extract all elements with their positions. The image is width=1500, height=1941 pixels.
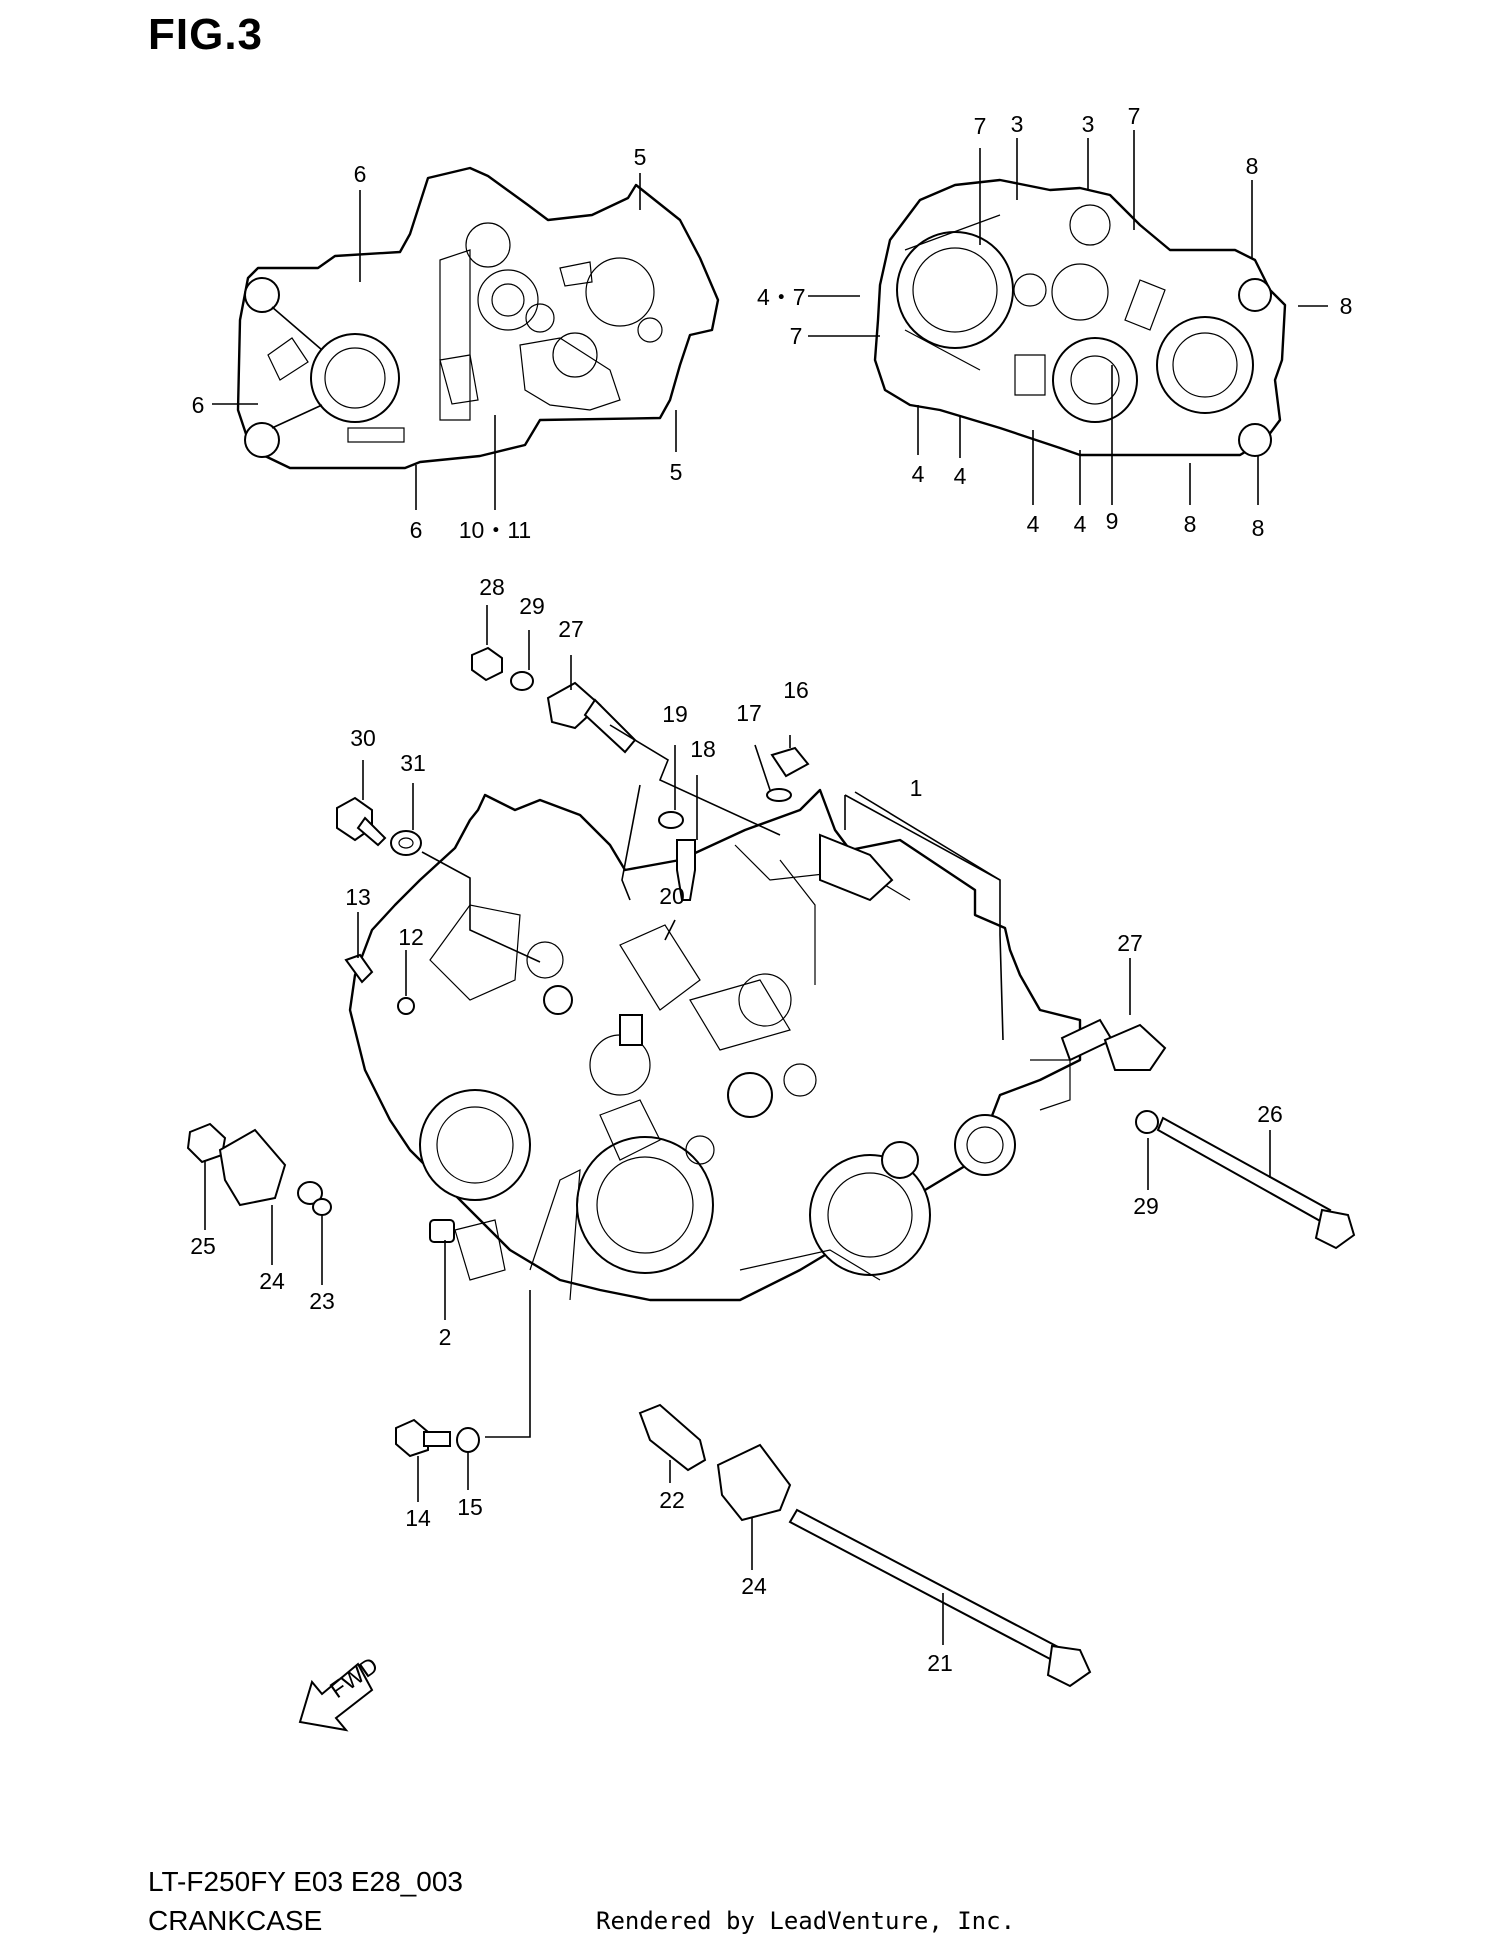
callout-4: 4: [1027, 511, 1040, 537]
callout-4: 4: [1074, 511, 1087, 537]
callout-7: 7: [1128, 103, 1141, 129]
callout-4: 4: [912, 461, 925, 487]
callout-20: 20: [659, 883, 685, 909]
callout-23: 23: [309, 1288, 335, 1314]
callout-30: 30: [350, 725, 376, 751]
left-crankcase-half: [236, 166, 720, 470]
callout-5: 5: [634, 144, 647, 170]
callout-26: 26: [1257, 1101, 1283, 1127]
figure-title: FIG.3: [148, 10, 264, 59]
small-parts: [186, 646, 1356, 1732]
callout-16: 16: [783, 677, 809, 703]
callout-6: 6: [354, 161, 367, 187]
callout-25: 25: [190, 1233, 216, 1259]
callout-8: 8: [1340, 293, 1353, 319]
callout-3: 3: [1011, 111, 1024, 137]
callout-28: 28: [479, 574, 505, 600]
callout-22: 22: [659, 1487, 685, 1513]
callout-24: 24: [741, 1573, 767, 1599]
callout-27: 27: [558, 616, 584, 642]
callout-7: 7: [974, 113, 987, 139]
leader-lines: [204, 130, 1328, 1645]
callout-29: 29: [519, 593, 545, 619]
crankcase-assembly: [348, 788, 1082, 1302]
callout-21: 21: [927, 1650, 953, 1676]
callout-29: 29: [1133, 1193, 1159, 1219]
callout-10-11: 10・11: [459, 517, 531, 543]
callout-18: 18: [690, 736, 716, 762]
callout-31: 31: [400, 750, 426, 776]
callout-8: 8: [1184, 511, 1197, 537]
callout-17: 17: [736, 700, 762, 726]
callout-2: 2: [439, 1324, 452, 1350]
callout-13: 13: [345, 884, 371, 910]
callout-6: 6: [192, 392, 205, 418]
model-code: LT-F250FY E03 E28_003: [148, 1866, 463, 1897]
callout-8: 8: [1252, 515, 1265, 541]
callout-8: 8: [1246, 153, 1259, 179]
callout-12: 12: [398, 924, 424, 950]
callout-3: 3: [1082, 111, 1095, 137]
callout-15: 15: [457, 1494, 483, 1520]
callout-19: 19: [662, 701, 688, 727]
render-credit: Rendered by LeadVenture, Inc.: [596, 1907, 1016, 1935]
callout-9: 9: [1106, 508, 1119, 534]
callout-1: 1: [910, 775, 923, 801]
callout-7: 7: [790, 323, 803, 349]
callouts: 1 2 3 3 4 4 4 4 4・7 5 5 6 6 6 7 7 7 8 8 …: [190, 103, 1352, 1676]
callout-27: 27: [1117, 930, 1143, 956]
callout-24: 24: [259, 1268, 285, 1294]
right-crankcase-half: [873, 178, 1287, 457]
callout-4-7: 4・7: [757, 284, 806, 310]
callout-5: 5: [670, 459, 683, 485]
section-name: CRANKCASE: [148, 1905, 323, 1936]
callout-6: 6: [410, 517, 423, 543]
callout-14: 14: [405, 1505, 431, 1531]
callout-4: 4: [954, 463, 967, 489]
